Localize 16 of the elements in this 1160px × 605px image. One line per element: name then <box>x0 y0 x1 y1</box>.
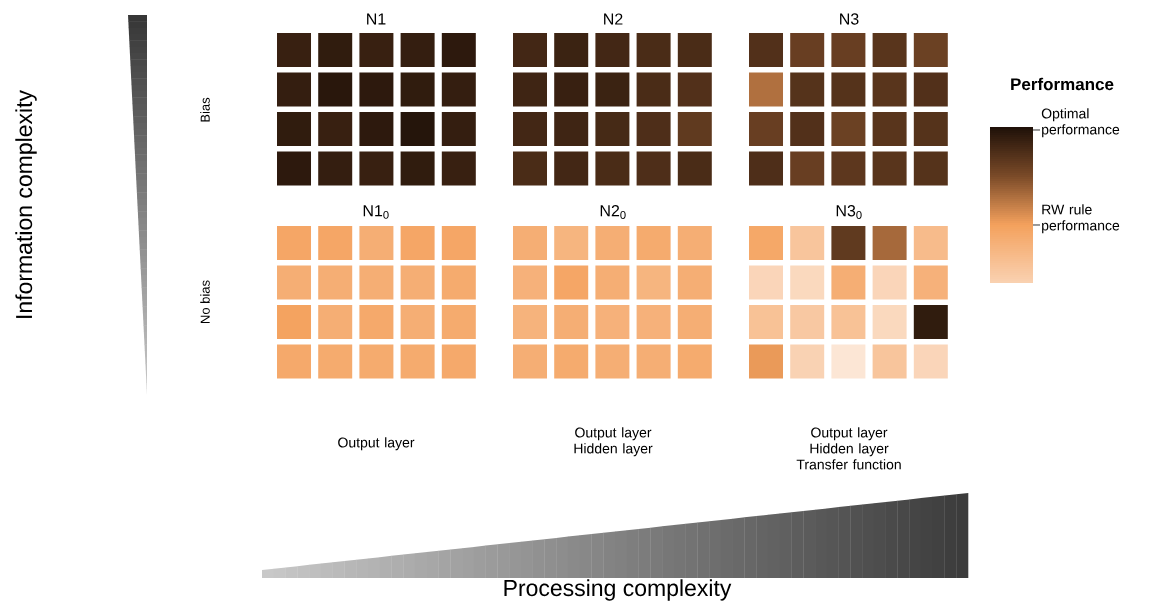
label: Output layer Hidden layer Transfer function <box>796 427 901 470</box>
label: No bias <box>200 280 210 323</box>
panel-title: N3 <box>840 13 859 25</box>
label: Bias <box>200 97 210 122</box>
label: Output layer Hidden layer <box>574 427 653 457</box>
label: RW rule performance <box>1042 204 1120 234</box>
label: Performance <box>1011 77 1114 91</box>
axis-title: Processing complexity <box>504 579 732 601</box>
axis-title: Information complexity <box>15 90 37 318</box>
label: Output layer <box>338 437 415 451</box>
panel-title: N3$_{0}$ <box>836 205 862 219</box>
panel-title: N2 <box>604 13 623 25</box>
panel-title: N1 <box>367 13 386 25</box>
label: Optimal performance <box>1041 108 1120 138</box>
panel-title: N1$_{0}$ <box>363 205 389 219</box>
panel-title: N2$_{0}$ <box>600 205 626 219</box>
